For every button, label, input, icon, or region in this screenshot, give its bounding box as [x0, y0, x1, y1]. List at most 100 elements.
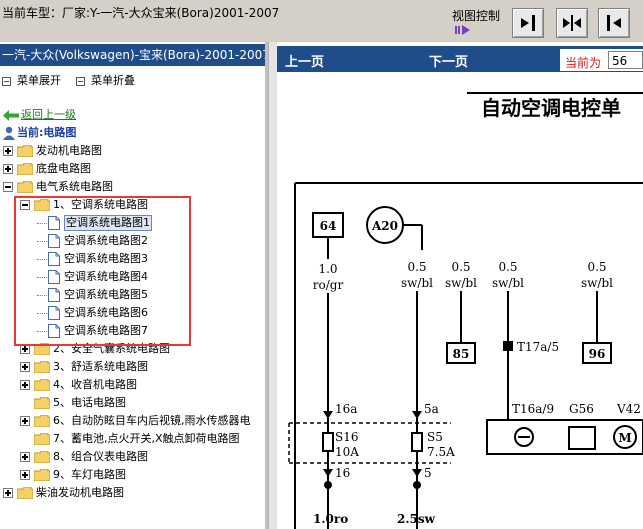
folder-icon: [33, 432, 51, 446]
expand-all-menu[interactable]: 菜单展开: [2, 72, 61, 88]
tree-item-label: 9、车灯电路图: [53, 468, 126, 481]
current-page-label: 当前为: [565, 56, 602, 70]
tree-item-label: 1、空调系统电路图: [53, 198, 148, 211]
split-view-button[interactable]: [556, 8, 588, 38]
fuse1-rating: 10A: [335, 445, 359, 459]
expand-node-icon[interactable]: [3, 488, 13, 498]
current-page-input[interactable]: 56: [608, 51, 643, 69]
left-scrollbar[interactable]: [268, 42, 277, 529]
folder-icon: [16, 180, 34, 194]
folder-icon: [33, 468, 51, 482]
box-85-label: 85: [453, 347, 470, 361]
expand-node-icon[interactable]: [20, 416, 30, 426]
expand-node-icon[interactable]: [20, 452, 30, 462]
expand-node-icon[interactable]: [3, 146, 13, 156]
folder-icon: [16, 144, 34, 158]
bottom-label-1: 1.0ro: [313, 512, 348, 526]
box-85: [446, 342, 476, 364]
tree-item-label: 8、组合仪表电路图: [53, 450, 148, 463]
fuse2-bottom: 5: [424, 466, 432, 480]
fuse2-top: 5a: [424, 402, 439, 416]
folder-icon: [33, 378, 51, 392]
collapse-left-button[interactable]: [512, 8, 544, 38]
expand-node-icon[interactable]: [3, 164, 13, 174]
fuse2-rating: 7.5A: [427, 445, 455, 459]
box-64-label: 64: [320, 219, 337, 233]
folder-icon: [16, 486, 34, 500]
wire4-size: 0.5: [498, 260, 517, 274]
connector-t16a: T16a/9: [512, 402, 554, 416]
folder-icon: [33, 198, 51, 212]
expand-node-icon[interactable]: [20, 470, 30, 480]
folder-icon: [33, 360, 51, 374]
highlight-box: [14, 196, 191, 346]
collapse-icon: [76, 76, 85, 86]
label-v42: V42: [616, 402, 641, 416]
view-control-icon: [455, 25, 470, 35]
vehicle-header: 一汽-大众(Volkswagen)-宝来(Bora)-2001-2007: [0, 44, 265, 66]
expand-node-icon[interactable]: [20, 362, 30, 372]
fuse1-top: 16a: [335, 402, 357, 416]
wire4-color: sw/bl: [492, 276, 524, 290]
tree-item-label: 电气系统电路图: [36, 180, 113, 193]
left-panel: [0, 42, 265, 529]
circuit-diagram: 64 A20 1.0 ro/gr 0.5 sw/bl 0.5 sw/bl 0.5…: [288, 92, 643, 529]
back-arrow-icon: [3, 110, 19, 121]
tree-item-label: 6、自动防眩目车内后视镜,雨水传感器电: [53, 414, 251, 427]
tree-item-label: 空调系统电路图2: [64, 234, 148, 247]
tree-item-label: 发动机电路图: [36, 144, 102, 157]
collapse-all-menu[interactable]: 菜单折叠: [76, 72, 135, 88]
page-icon: [48, 234, 60, 248]
bottom-label-2: 2.5sw: [397, 512, 436, 526]
fuse2-name: S5: [427, 430, 443, 444]
folder-icon: [16, 162, 34, 176]
page-icon: [48, 216, 60, 230]
next-page-button[interactable]: 下一页: [429, 55, 469, 70]
prev-page-button[interactable]: 上一页: [285, 55, 325, 70]
user-icon: [3, 126, 15, 140]
wire2-size: 0.5: [407, 260, 426, 274]
tree-item-label: 空调系统电路图7: [64, 324, 148, 337]
tree-item-label: 柴油发动机电路图: [36, 486, 124, 499]
connector-t17a: T17a/5: [517, 340, 559, 354]
tree-item-label: 7、蓄电池,点火开关,X触点卸荷电路图: [53, 432, 240, 445]
panel-divider[interactable]: [265, 42, 268, 529]
tree-item-label: 5、电话电路图: [53, 396, 126, 409]
expand-left-button[interactable]: [598, 8, 630, 38]
current-car-title: 当前车型：厂家:Y-一汽-大众宝来(Bora)2001-2007: [2, 6, 280, 20]
expand-icon: [2, 76, 11, 86]
fuse1-bottom: 16: [335, 466, 350, 480]
view-control-label: 视图控制: [452, 9, 501, 23]
page-icon: [48, 306, 60, 320]
collapse-node-icon[interactable]: [3, 182, 13, 192]
wire1-color: ro/gr: [313, 278, 344, 292]
tree-item-label: 空调系统电路图1: [64, 215, 152, 231]
wire3-color: sw/bl: [445, 276, 477, 290]
diagram-title: 自动空调电控单: [481, 96, 621, 120]
folder-icon: [33, 414, 51, 428]
svg-text:M: M: [618, 431, 631, 445]
box-96: [582, 342, 612, 364]
wire5-color: sw/bl: [581, 276, 613, 290]
tree-item-label: 空调系统电路图4: [64, 270, 148, 283]
tree-item-label: 底盘电路图: [36, 162, 91, 175]
page-icon: [48, 324, 60, 338]
tree-item-label: 3、舒适系统电路图: [53, 360, 148, 373]
wire2-color: sw/bl: [401, 276, 433, 290]
box-64: [312, 212, 344, 238]
page-icon: [48, 252, 60, 266]
folder-icon: [33, 396, 51, 410]
tree-item-label: 4、收音机电路图: [53, 378, 137, 391]
tree-item-label: 空调系统电路图3: [64, 252, 148, 265]
label-g56: G56: [569, 402, 594, 416]
tree-item-label: 空调系统电路图6: [64, 306, 148, 319]
expand-node-icon[interactable]: [20, 380, 30, 390]
page-icon: [48, 288, 60, 302]
fuse1-name: S16: [335, 430, 359, 444]
wire5-size: 0.5: [587, 260, 606, 274]
tree-item-label: 空调系统电路图5: [64, 288, 148, 301]
wire3-size: 0.5: [451, 260, 470, 274]
page-icon: [48, 270, 60, 284]
collapse-node-icon[interactable]: [20, 200, 30, 210]
box-96-label: 96: [589, 347, 606, 361]
